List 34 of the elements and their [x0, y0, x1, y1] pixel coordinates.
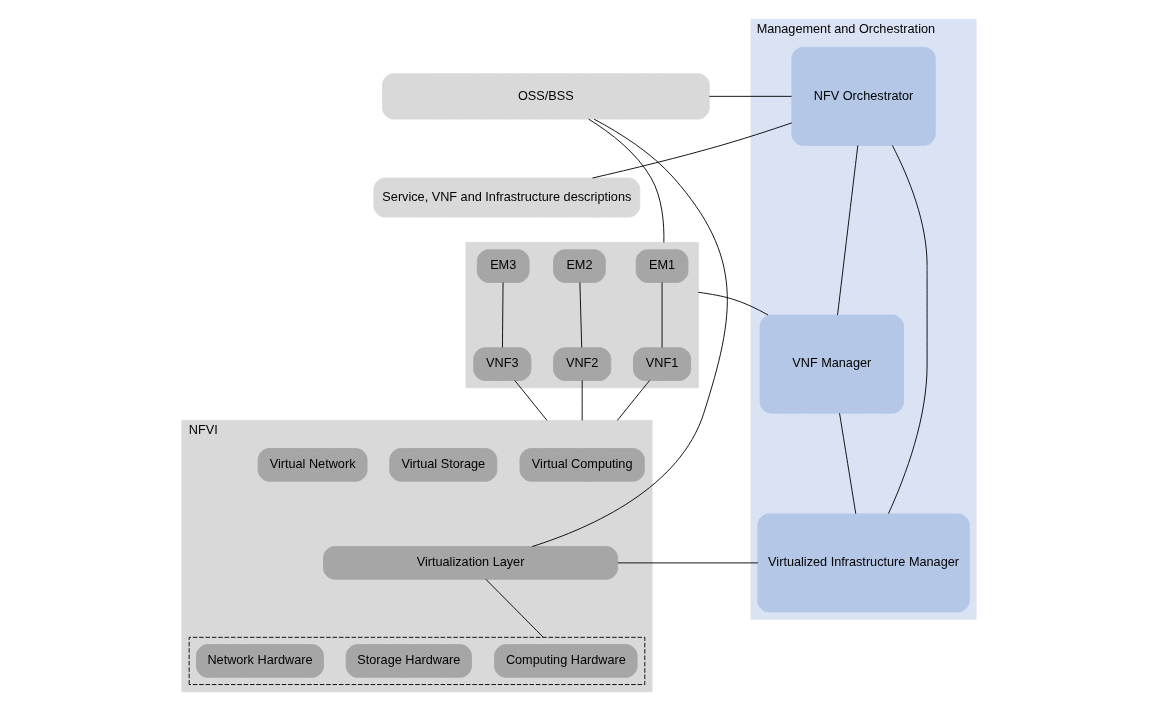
- connector: [836, 144, 858, 316]
- node-box: VNF Manager: [759, 314, 904, 414]
- node-box: Virtualized Infrastructure Manager: [756, 513, 970, 613]
- connector: [838, 412, 856, 515]
- node-box: EM1: [635, 249, 688, 283]
- node-box: NFV Orchestrator: [790, 46, 936, 146]
- node-box: VNF3: [472, 347, 531, 381]
- connector: [531, 118, 728, 547]
- connector: [697, 291, 769, 316]
- node-box: OSS/BSS: [381, 73, 710, 120]
- node-box: VNF1: [632, 347, 691, 381]
- connector: [513, 380, 547, 421]
- connector: [581, 380, 583, 421]
- node-box: VNF2: [552, 347, 611, 381]
- connector: [591, 122, 792, 179]
- connector: [708, 95, 792, 97]
- node-box: Computing Hardware: [493, 644, 638, 678]
- connector: [616, 380, 650, 421]
- cluster: [465, 242, 699, 389]
- node-box: Virtual Storage: [388, 448, 497, 482]
- node-box: Network Hardware: [195, 644, 324, 678]
- node-box: Service, VNF and Infrastructure descriptions: [372, 177, 640, 218]
- cluster: [188, 636, 645, 685]
- node-box: Virtualization Layer: [322, 546, 618, 580]
- node-box: EM3: [476, 249, 530, 283]
- node-box: Virtual Network: [257, 448, 367, 482]
- connector: [578, 282, 582, 348]
- connector: [587, 118, 664, 243]
- node-box: EM2: [552, 249, 606, 283]
- connector: [887, 144, 928, 515]
- connector: [484, 578, 544, 638]
- node-box: Virtual Computing: [519, 448, 645, 482]
- connector: [501, 282, 503, 348]
- node-box: Storage Hardware: [345, 644, 472, 678]
